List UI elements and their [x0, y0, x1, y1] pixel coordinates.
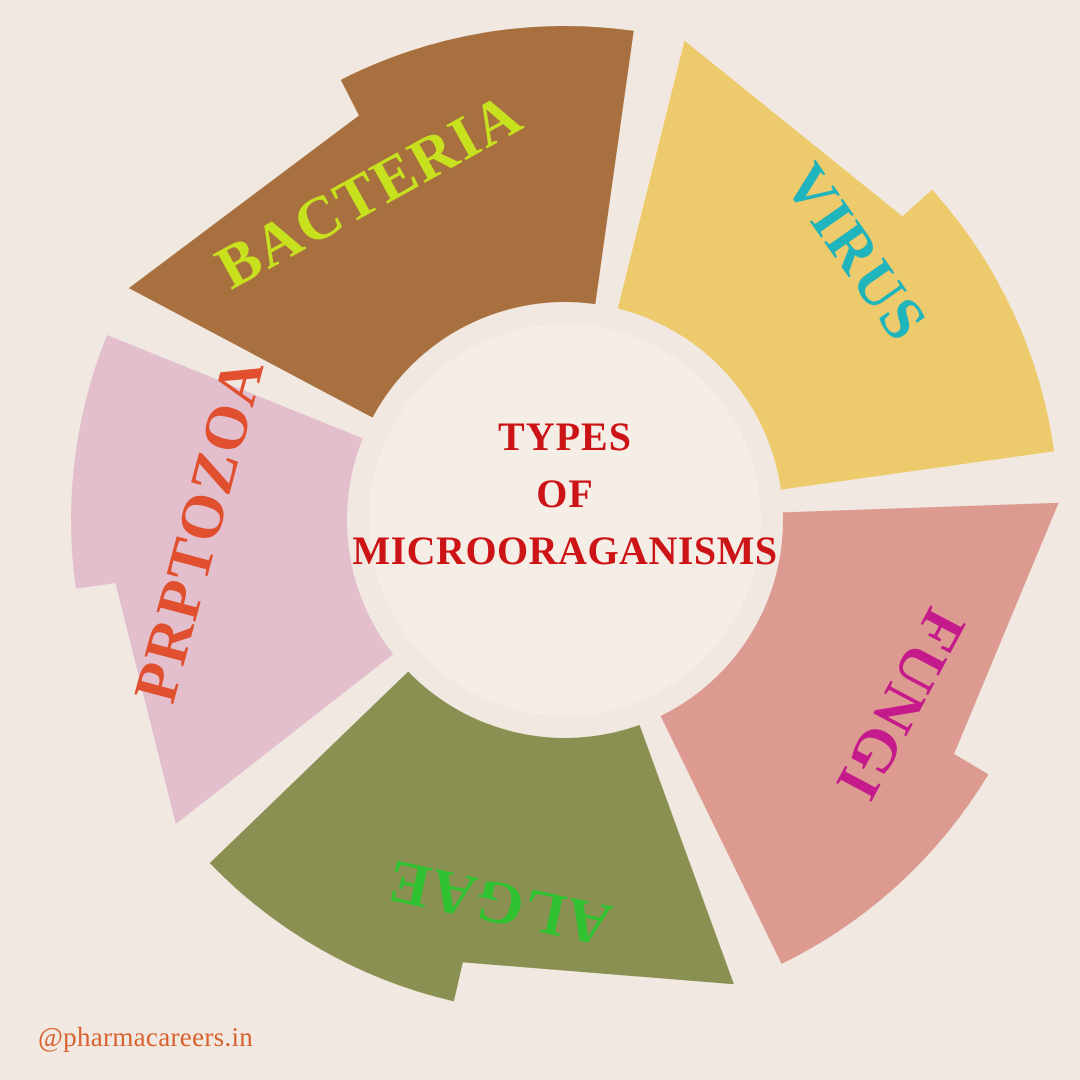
center-hub-circle	[369, 324, 761, 716]
hub-title-line-3: MICROORAGANISMS	[352, 528, 777, 573]
hub-title-line-2: OF	[536, 471, 594, 516]
segment-virus[interactable]	[617, 40, 1055, 490]
watermark-handle: @pharmacareers.in	[38, 1022, 254, 1052]
segment-bacteria[interactable]	[128, 26, 634, 418]
segment-prptozoa[interactable]	[71, 334, 394, 825]
hub-title-line-1: TYPES	[498, 414, 632, 459]
segment-fungi[interactable]	[660, 502, 1059, 964]
segment-algae[interactable]	[209, 671, 734, 1002]
